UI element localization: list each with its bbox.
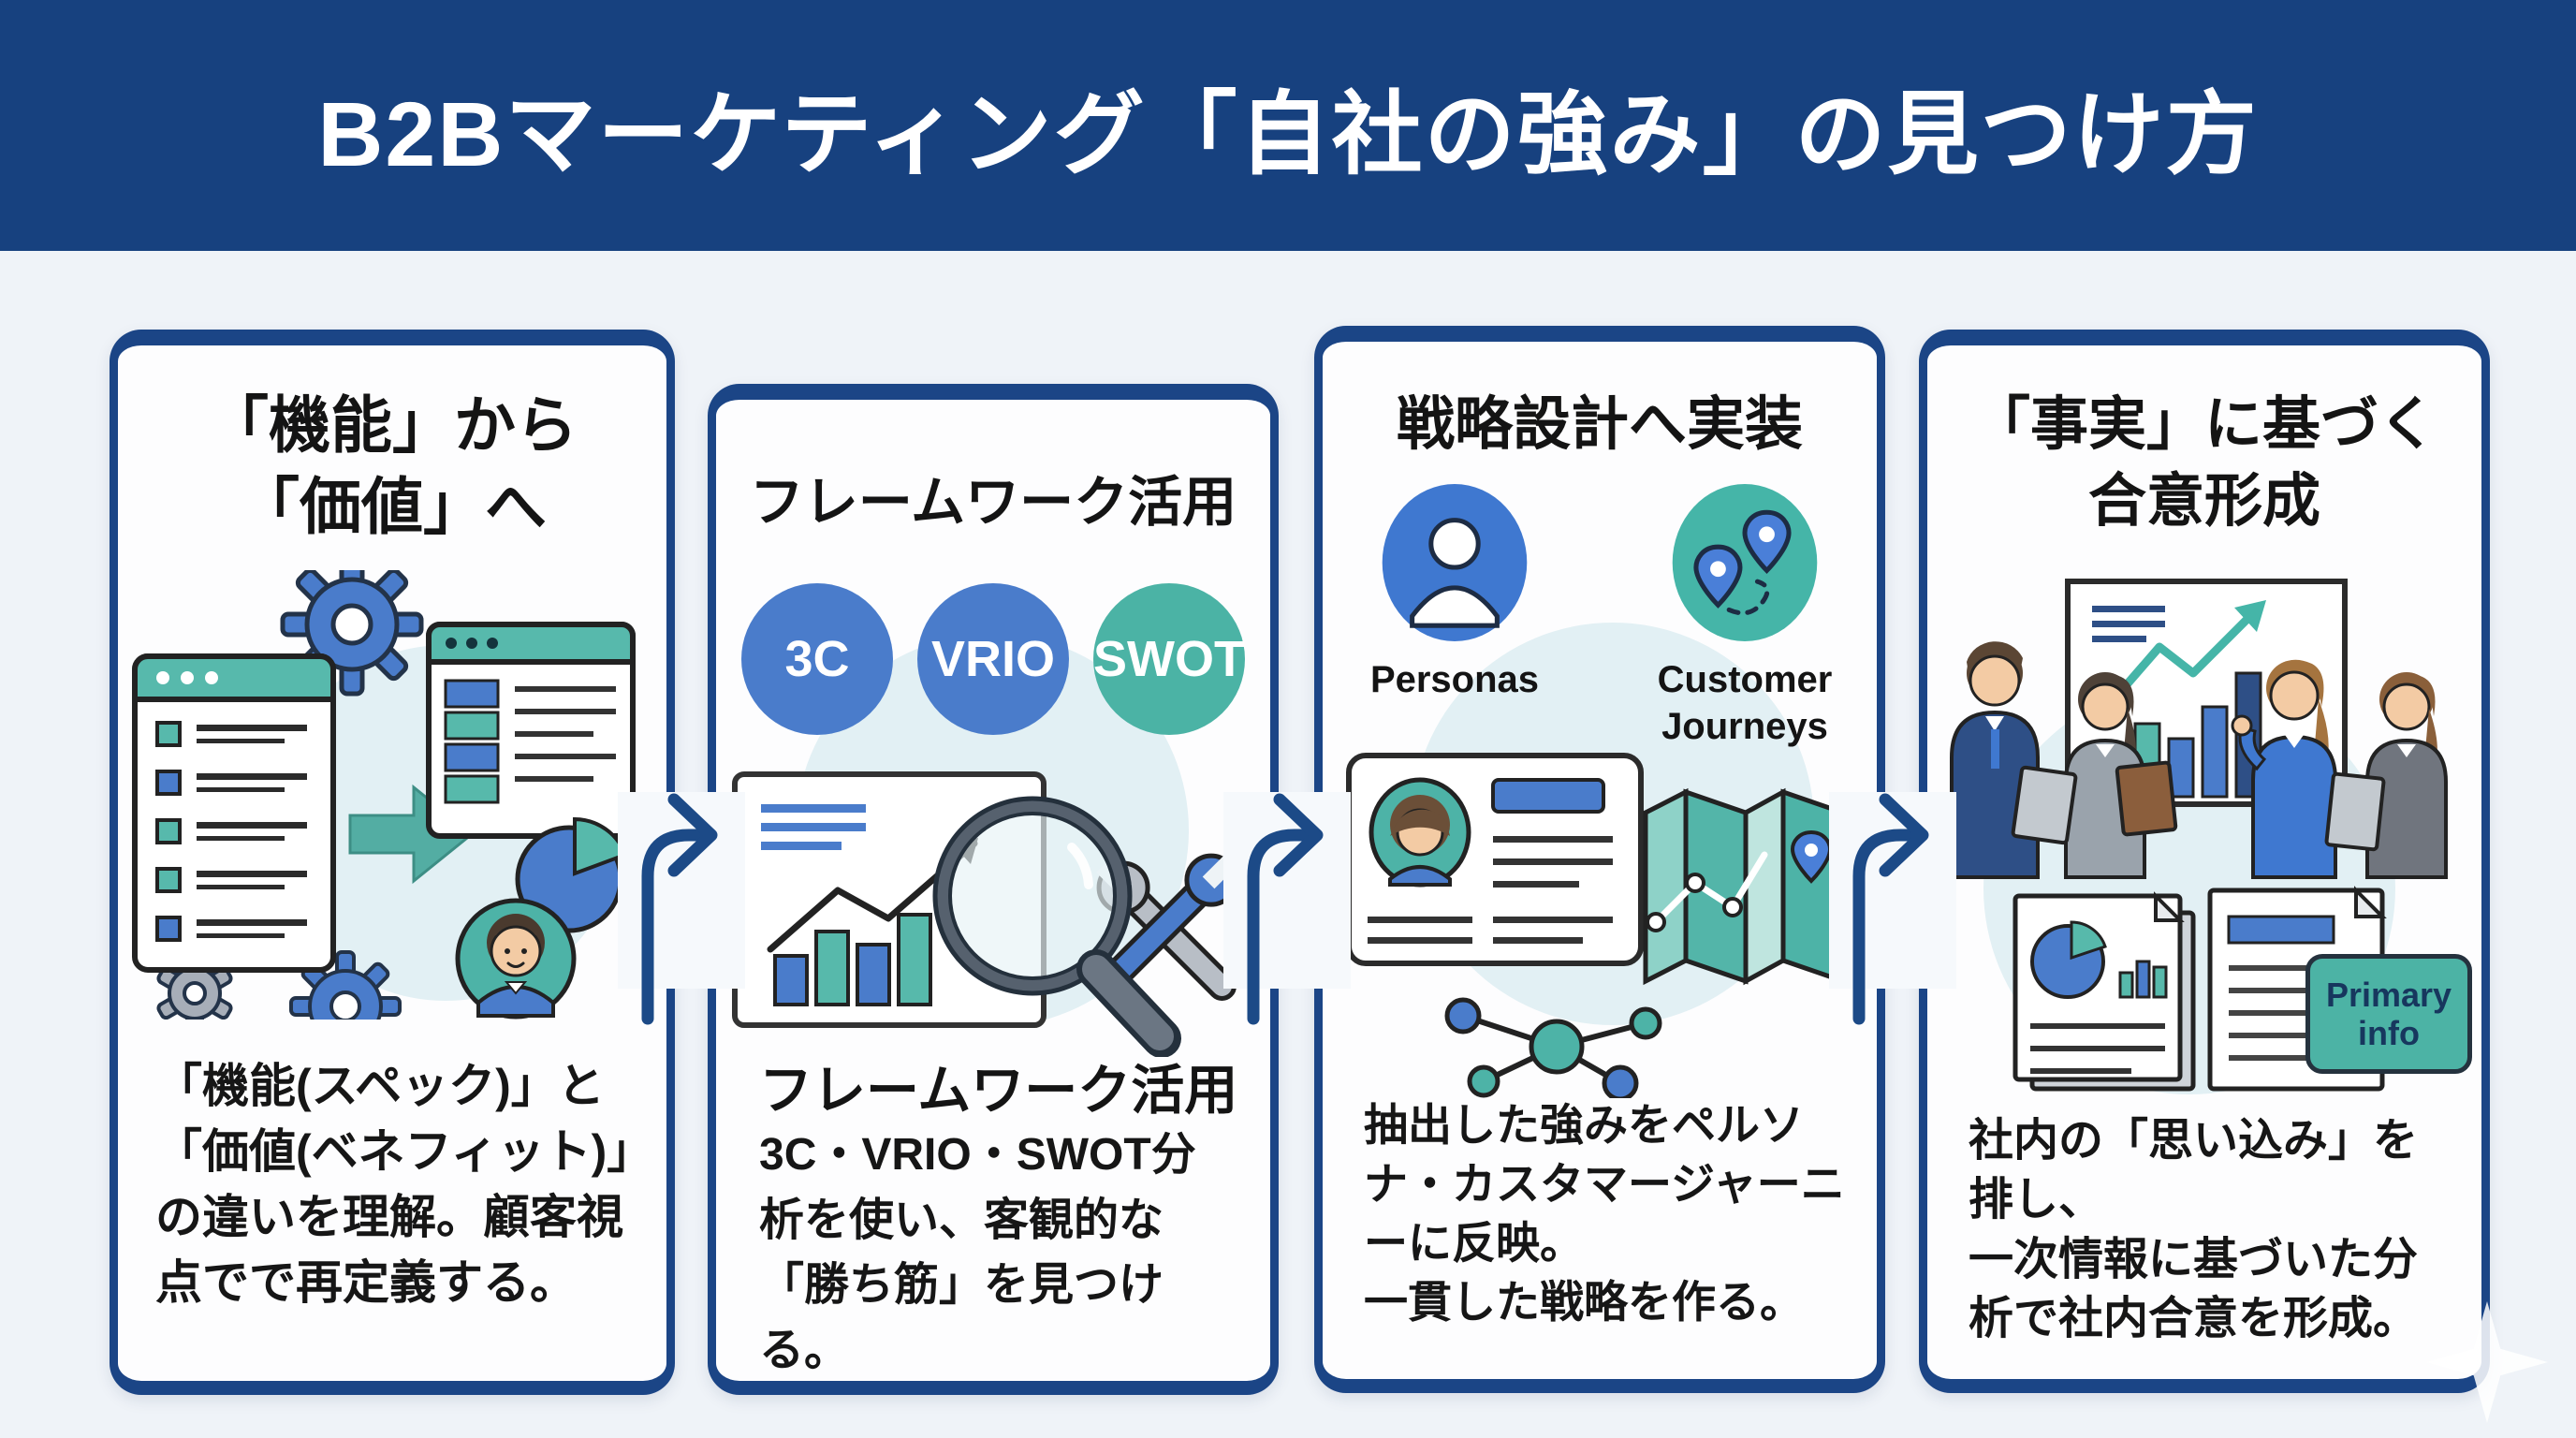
card-function-to-value: 「機能」から 「価値」へ [110, 330, 675, 1395]
header-band: B2Bマーケティング「自社の強み」の見つけ方 [0, 0, 2576, 251]
browser-window-icon [426, 622, 636, 839]
pie-chart-icon [515, 816, 628, 933]
flow-arrow-icon [1829, 792, 1956, 1025]
person-woman-dark [2365, 672, 2448, 879]
card2-body: 3C・VRIO・SWOT分析を使い、客観的な「勝ち筋」を見つける。 [759, 1130, 1196, 1375]
map-pin-icon [1790, 829, 1833, 884]
map-icon [1643, 787, 1846, 986]
card-strategy-implementation: 戦略設計へ実装 Personas C [1314, 326, 1885, 1393]
man-avatar-icon [455, 898, 577, 1020]
flow-arrow-icon [1223, 792, 1351, 1025]
spec-to-value-illustration [132, 570, 636, 1020]
analysis-illustration [732, 771, 1238, 1057]
gear-icon [156, 952, 233, 1020]
list-icon [155, 721, 307, 942]
person-woman-blue [2231, 659, 2337, 879]
card-fact-based-consensus: 「事実」に基づく 合意形成 [1919, 330, 2490, 1393]
journeys-column: Customer Journeys [1632, 484, 1857, 750]
browser-window-icon [132, 653, 336, 973]
card3-title: 戦略設計へ実装 [1396, 392, 1803, 457]
network-icon [1444, 997, 1662, 1098]
flow-arrow-icon [618, 792, 745, 1025]
badge-swot: SWOT [1093, 583, 1245, 735]
card3-body: 抽出した強みをペルソナ・カスタマージャーニーに反映。 一貫した戦略を作る。 [1364, 1100, 1845, 1327]
badge-3c: 3C [741, 583, 893, 735]
team-discussion-icon [1950, 641, 2448, 879]
card4-body: 社内の「思い込み」を排し、 一次情報に基づいた分析で社内合意を形成。 [1969, 1116, 2419, 1344]
primary-info-badge: Primary info [2305, 954, 2472, 1074]
strategy-icons: Personas Customer Journeys [1323, 484, 1877, 750]
framework-badges: 3C VRIO SWOT [716, 583, 1270, 735]
personas-column: Personas [1342, 484, 1567, 750]
card4-title: 「事実」に基づく 合意形成 [1971, 392, 2437, 534]
persona-icon [1382, 484, 1528, 641]
personas-label: Personas [1369, 659, 1540, 700]
card1-body: 「機能(スペック)」と「価値(ベネフィット)」の違いを理解。顧客視点でで再定義す… [155, 1060, 631, 1309]
card-framework: フレームワーク活用 3C VRIO SWOT [708, 384, 1279, 1395]
card2-body-heading: フレームワーク活用 [759, 1061, 1238, 1121]
persona-journey-illustration [1346, 753, 1846, 1098]
magnifier-icon [932, 796, 1181, 1057]
gear-icon [280, 570, 424, 697]
team-discussion-illustration [1950, 579, 2448, 1092]
card1-title: 「機能」から 「価値」へ [207, 390, 578, 542]
customer-journeys-label: Customer Journeys [1657, 659, 1833, 747]
report-document-icon [2012, 891, 2196, 1092]
journey-pins-icon [1672, 484, 1818, 641]
badge-vrio: VRIO [917, 583, 1069, 735]
page-title: B2Bマーケティング「自社の強み」の見つけ方 [317, 82, 2259, 185]
card2-title: フレームワーク活用 [749, 472, 1237, 533]
id-card-icon [1346, 753, 1644, 966]
